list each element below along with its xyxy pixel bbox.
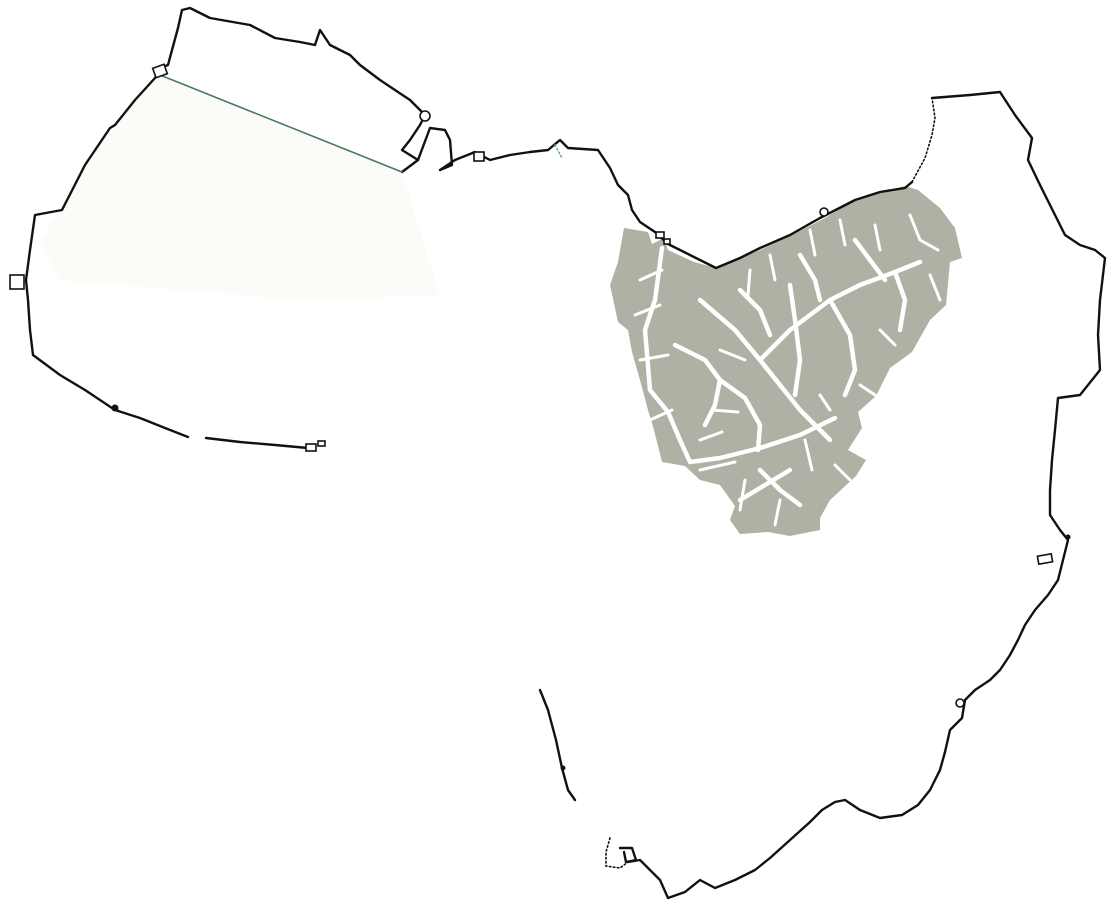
street [852,237,888,283]
street-thin [908,213,940,252]
gate-tower-north [151,63,169,79]
street [737,287,773,338]
street-thin [638,268,664,282]
city-wall-south-fort [618,846,638,864]
street-thin [638,353,670,362]
tower-solid [560,765,566,771]
city-wall-dotted-north-accent [554,144,563,159]
street-thin [928,273,942,302]
street-thin [710,408,740,414]
city-wall-north [416,126,914,270]
street-thin [833,463,852,482]
city-wall-northwest [24,6,427,439]
street-network [633,213,942,527]
street [827,297,858,398]
city-wall-east [626,90,1107,900]
city-wall-south-dotted [605,837,629,869]
street-thin [838,218,847,247]
street [787,282,803,398]
tower-solid [1065,534,1071,540]
small-tower [663,238,671,245]
city-wall-dotted-north [911,97,936,183]
city-wall-south-segment [538,688,577,802]
street [797,252,823,303]
street-thin [648,408,674,422]
street-thin [633,303,662,317]
gate-tower-east [1036,552,1054,566]
round-tower [819,207,829,217]
wall-towers [9,63,1071,771]
street [697,297,833,443]
street [757,467,803,508]
street [737,467,793,503]
street-thin [698,430,724,442]
small-tower [655,231,665,239]
street-thin [818,393,832,412]
street [717,377,763,453]
street-thin [858,383,877,397]
city-wall-northwest-inner [159,74,403,173]
gate-tower-west [9,274,25,290]
street-thin [718,348,747,362]
street [757,259,923,363]
faint-area-northwest [40,75,440,300]
street-thin [803,438,814,472]
street-thin [873,223,882,252]
street [892,269,908,333]
gate-tower-northeast [473,151,485,162]
street-thin [738,478,747,512]
city-wall-west-south [204,436,310,450]
street-thin [878,328,897,347]
street-thin [768,253,777,282]
street [672,342,723,428]
street-thin [746,268,752,297]
street-thin [808,228,817,257]
round-tower [419,110,431,122]
gate-tower-southwest-small [317,440,326,447]
gate-tower-southwest [305,443,317,452]
street-thin [773,498,782,527]
built-area [610,186,962,536]
tower-solid [111,404,119,412]
round-tower [955,698,965,708]
street [642,245,693,465]
street-thin [698,460,737,472]
